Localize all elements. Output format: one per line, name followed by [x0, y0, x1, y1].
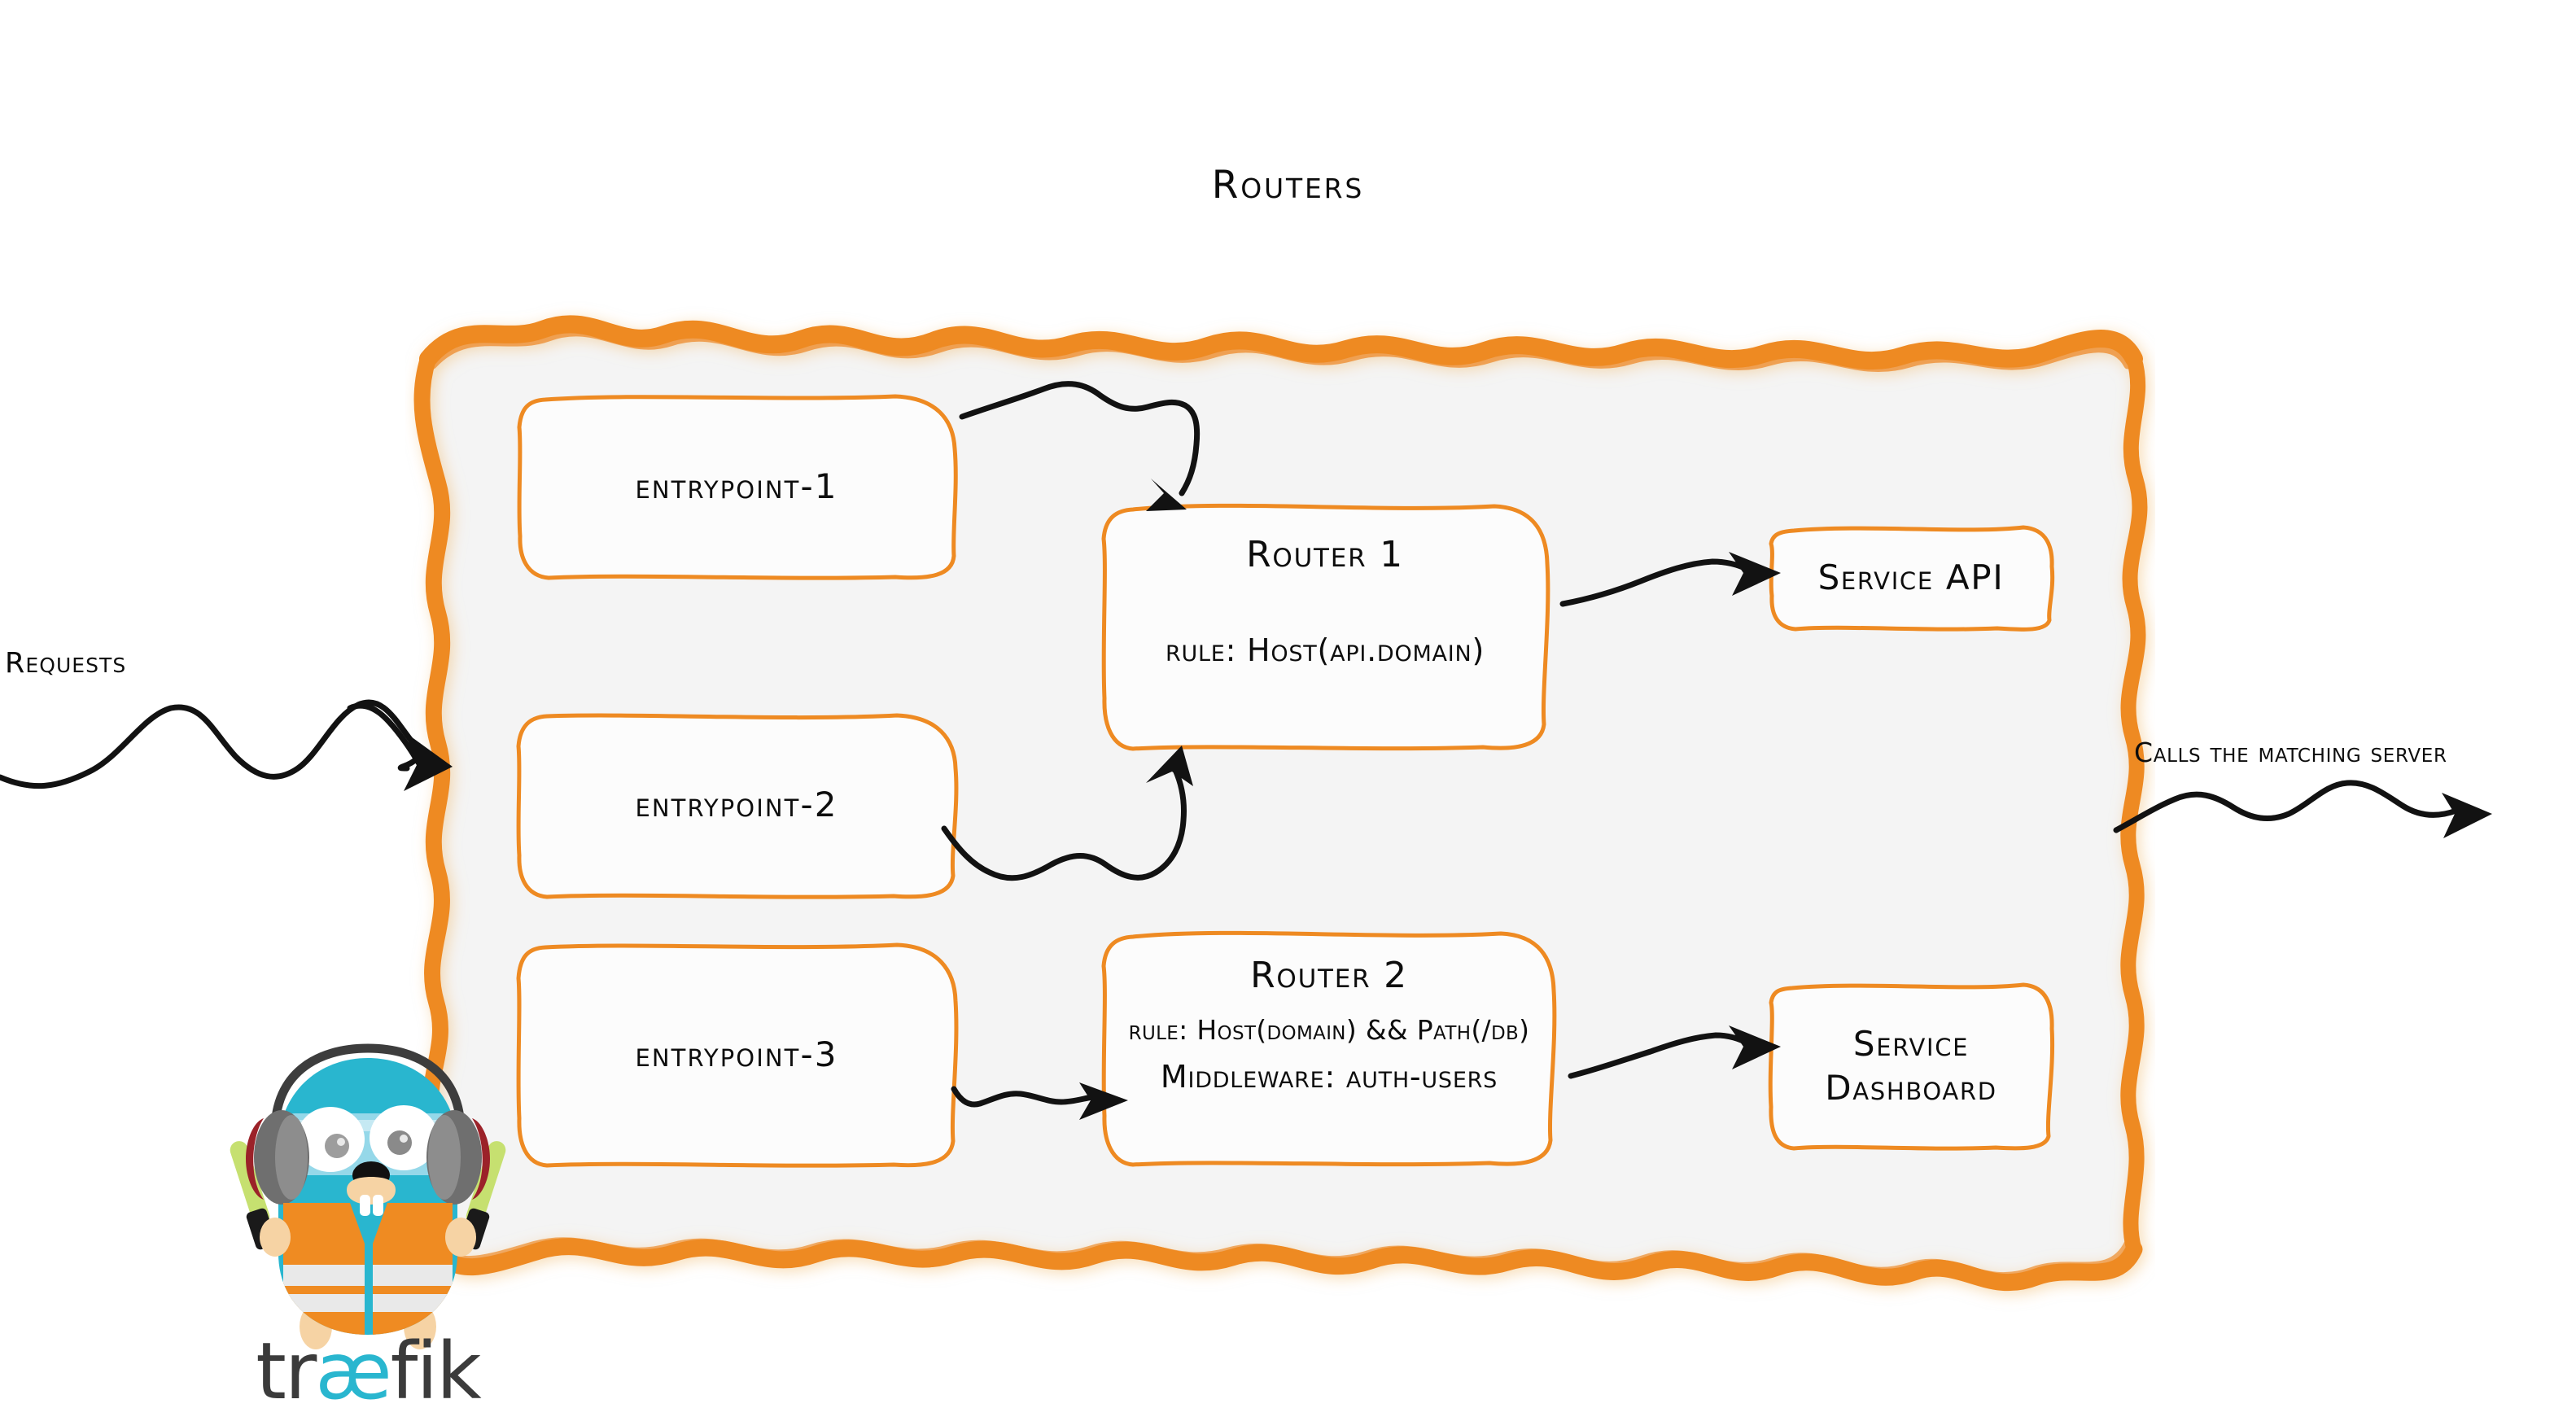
pupil-right — [387, 1130, 412, 1155]
service-dashboard-label-line1: Service — [1852, 1024, 1970, 1065]
tooth-right — [373, 1195, 383, 1216]
entrypoint-2-border — [513, 706, 960, 902]
traefik-wordmark: træfik — [256, 1326, 482, 1408]
router-2-rule: rule: Host(domain) && Path(/db) — [1128, 1014, 1530, 1046]
router-1-box[interactable]: Router 1 rule: Host(api.domain) — [1097, 496, 1553, 757]
pupil-left — [325, 1134, 349, 1158]
safety-vest — [283, 1203, 453, 1335]
arrow-requests-in — [0, 699, 453, 791]
entrypoint-3-box[interactable]: entrypoint-3 — [513, 936, 960, 1172]
headphone-cup-left — [246, 1110, 309, 1205]
page-title: Routers — [1211, 163, 1365, 208]
entrypoint-1-box[interactable]: entrypoint-1 — [513, 388, 960, 584]
router-1-title: Router 1 — [1246, 534, 1404, 575]
entrypoint-2-box[interactable]: entrypoint-2 — [513, 706, 960, 902]
wordmark-ligature: æ — [315, 1326, 390, 1408]
entrypoint-1-label: entrypoint-1 — [635, 466, 838, 506]
router-1-border — [1097, 496, 1553, 757]
entrypoint-2-label: entrypoint-2 — [635, 784, 838, 824]
headphone-band — [270, 1043, 466, 1136]
service-api-label: Service API — [1817, 558, 2005, 598]
router-2-middleware: Middleware: auth-users — [1160, 1059, 1498, 1095]
router-2-box[interactable]: Router 2 rule: Host(domain) && Path(/db)… — [1097, 924, 1561, 1172]
router-2-border — [1097, 924, 1561, 1172]
hand-right — [445, 1218, 476, 1257]
tooth-left — [360, 1195, 370, 1216]
router-1-rule: rule: Host(api.domain) — [1165, 632, 1485, 668]
headphone-cup-right — [426, 1110, 490, 1205]
calls-matching-server-label: Calls the matching server — [2134, 737, 2447, 768]
router-2-title: Router 2 — [1250, 955, 1408, 996]
service-api-box[interactable]: Service API — [1765, 521, 2058, 635]
muzzle — [347, 1177, 396, 1205]
wordmark-suffix: fik — [391, 1326, 482, 1408]
service-dashboard-box[interactable]: Service Dashboard — [1765, 977, 2058, 1156]
arrow-calls-out — [2113, 780, 2492, 838]
entrypoint-3-border — [513, 936, 960, 1172]
service-dashboard-label-line2: Dashboard — [1825, 1068, 1997, 1108]
entrypoint-3-label: entrypoint-3 — [635, 1034, 838, 1074]
wordmark-prefix: tr — [256, 1326, 317, 1408]
entrypoint-1-border — [513, 388, 960, 584]
hand-left — [260, 1218, 291, 1257]
requests-label: Requests — [5, 647, 127, 680]
traefik-logo: træfik — [228, 1035, 508, 1408]
